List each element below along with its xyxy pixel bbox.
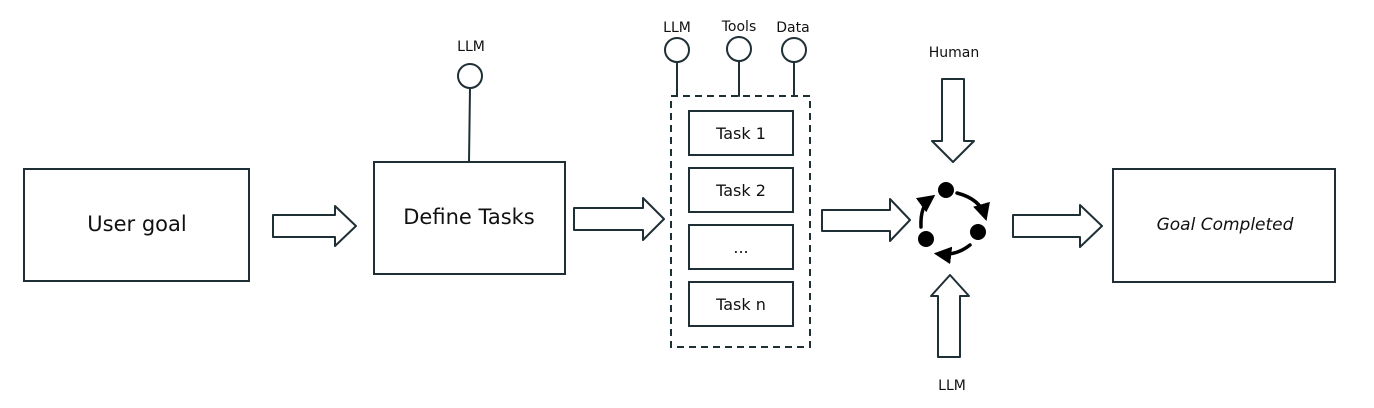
human-label: Human — [929, 45, 980, 61]
task-box — [688, 167, 794, 213]
flow-arrow-3 — [821, 198, 911, 242]
define-tasks-box: LLM Define Tasks — [373, 39, 566, 275]
task-group: LLM Tools Data Task 1 Task 2 ... Task n — [663, 19, 811, 348]
task-label: Task 1 — [715, 124, 766, 143]
group-tools-label: Tools — [721, 19, 757, 35]
flow-arrow-4 — [1012, 204, 1103, 248]
llm-bottom-label: LLM — [938, 378, 966, 394]
cycle-icon — [915, 182, 990, 265]
goal-completed-label: Goal Completed — [1157, 215, 1294, 235]
define-tasks-label: Define Tasks — [403, 205, 535, 229]
flow-arrow-1 — [272, 205, 357, 247]
data-pin-icon — [781, 37, 807, 63]
task-group-dashed-border — [670, 95, 811, 348]
task-label: Task 2 — [715, 181, 766, 200]
llm-pin-icon — [457, 63, 483, 89]
tools-pin-icon — [726, 36, 752, 62]
group-llm-label: LLM — [663, 20, 691, 36]
task-box — [688, 281, 794, 327]
user-goal-box: User goal — [23, 168, 250, 282]
user-goal-label: User goal — [87, 212, 186, 236]
task-label: ... — [733, 238, 748, 257]
goal-completed-box: Goal Completed — [1112, 168, 1336, 283]
llm-pin-icon — [664, 37, 690, 63]
group-data-label: Data — [776, 20, 809, 36]
task-box — [688, 224, 794, 270]
llm-input-arrow — [930, 274, 970, 358]
human-input-arrow — [931, 78, 975, 163]
task-label: Task n — [715, 295, 766, 314]
flow-arrow-2 — [573, 197, 665, 241]
task-box — [688, 110, 794, 156]
define-llm-label: LLM — [457, 39, 485, 55]
